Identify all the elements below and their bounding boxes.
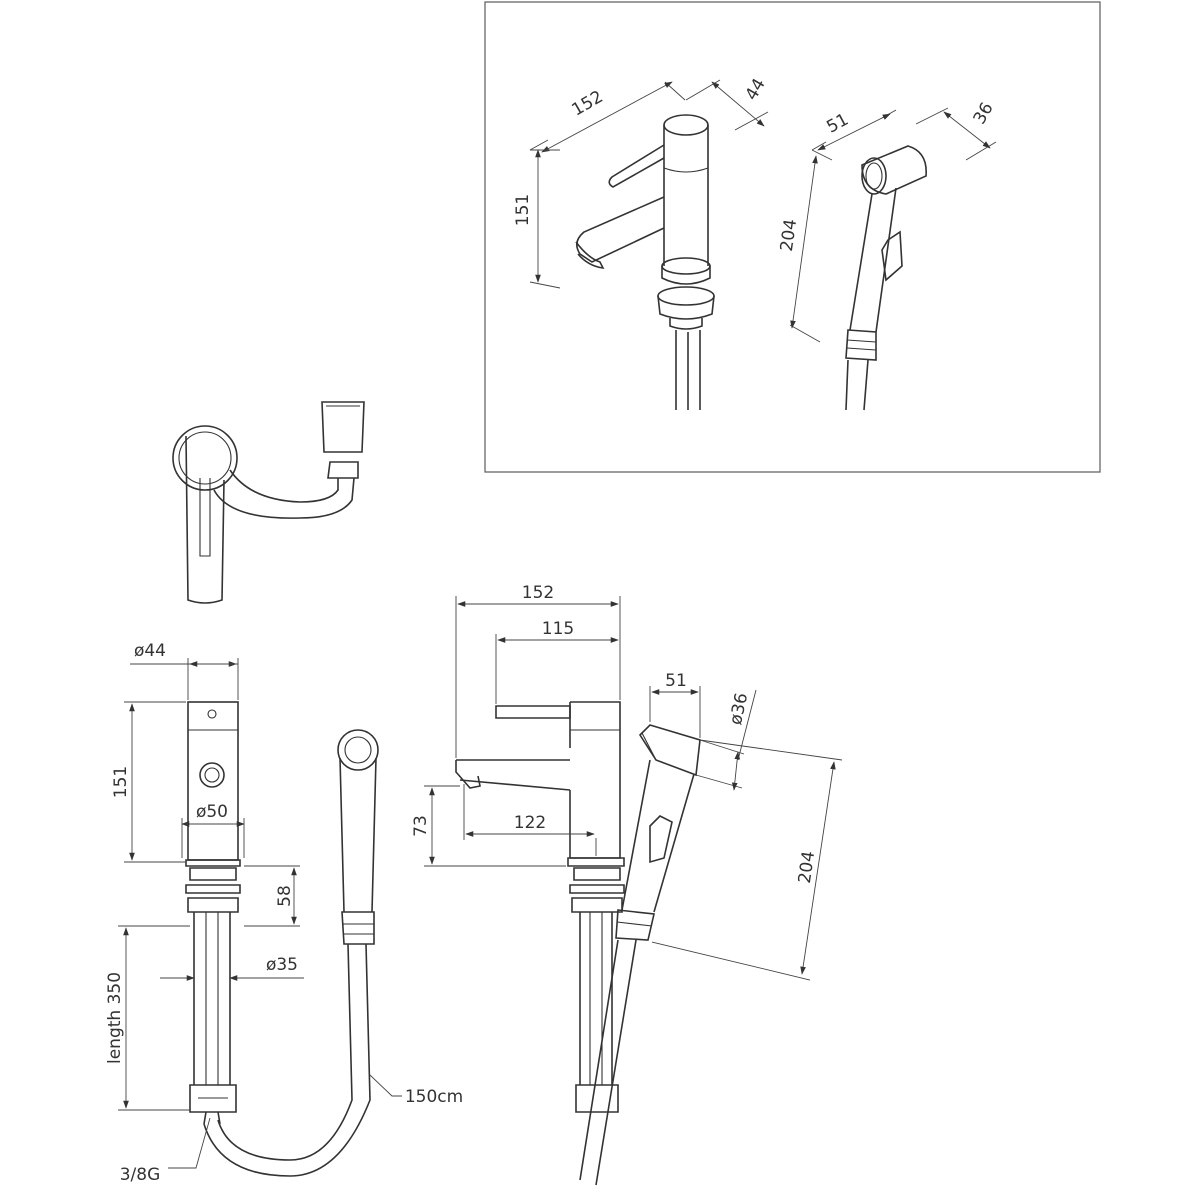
front-view-faucet bbox=[185, 701, 241, 1125]
dim-handset-length bbox=[800, 761, 836, 975]
dim-handset-diameter bbox=[731, 751, 741, 791]
connector-label: 3/8G bbox=[120, 1165, 161, 1185]
faucet-dimensions: 152 44 151 bbox=[513, 75, 770, 289]
front-view-dimensions: ø44 151 ø50 58 ø35 length 350 3/8G 150cm bbox=[105, 641, 463, 1185]
inset-frame bbox=[484, 1, 1101, 473]
spout-reach-label: 122 bbox=[514, 813, 546, 833]
side-view-dimensions: 152 115 122 73 51 ø36 204 bbox=[411, 583, 843, 981]
side-view-sprayer bbox=[579, 724, 701, 1186]
sprayer-depth-label: 36 bbox=[970, 99, 998, 128]
front-view-hose bbox=[203, 729, 379, 1177]
supply-length-label: length 350 bbox=[105, 972, 125, 1064]
overall-width-label: 152 bbox=[522, 583, 554, 603]
handset-depth-label: 51 bbox=[665, 671, 687, 691]
base-diameter-label: ø50 bbox=[196, 802, 228, 822]
shank-height-label: 58 bbox=[275, 885, 295, 907]
dim-sprayer-depth bbox=[943, 111, 991, 149]
faucet-height-label: 151 bbox=[513, 194, 533, 226]
lever-width-label: 115 bbox=[542, 619, 574, 639]
dim-sprayer-height bbox=[790, 155, 818, 329]
faucet-depth-label: 44 bbox=[742, 75, 770, 104]
faucet-isometric bbox=[575, 114, 715, 410]
body-height-label: 151 bbox=[111, 766, 131, 798]
dim-sprayer-width bbox=[817, 113, 891, 151]
sprayer-width-label: 51 bbox=[823, 110, 851, 138]
side-view-faucet bbox=[455, 701, 625, 1113]
top-diameter-label: ø44 bbox=[134, 641, 166, 661]
shank-diameter-label: ø35 bbox=[266, 955, 298, 975]
isometric-inset: 152 44 151 51 36 bbox=[484, 1, 1101, 473]
dim-faucet-width bbox=[541, 81, 673, 153]
dim-faucet-depth bbox=[711, 81, 765, 127]
hose-length-label: 150cm bbox=[405, 1087, 463, 1107]
spout-height-label: 73 bbox=[411, 815, 431, 837]
sprayer-isometric bbox=[845, 145, 927, 411]
top-view bbox=[172, 401, 365, 604]
handset-length-label: 204 bbox=[795, 850, 819, 885]
sprayer-dimensions: 51 36 204 bbox=[777, 99, 998, 343]
faucet-width-label: 152 bbox=[568, 87, 606, 121]
sprayer-height-label: 204 bbox=[777, 218, 801, 253]
